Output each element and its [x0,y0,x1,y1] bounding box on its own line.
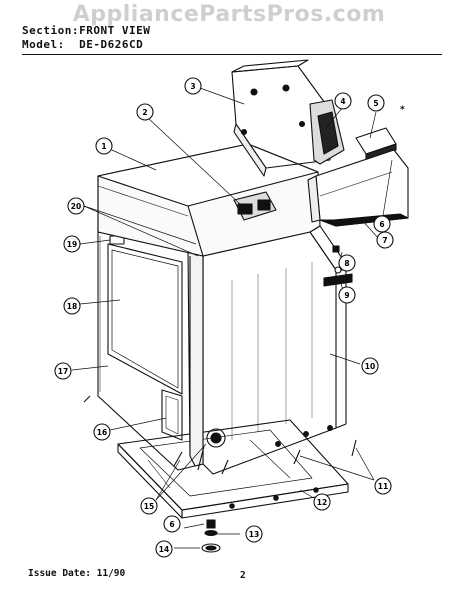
svg-text:10: 10 [365,362,375,371]
base-screws [83,395,357,475]
svg-text:15: 15 [144,502,154,511]
svg-text:20: 20 [71,202,81,211]
svg-text:5: 5 [373,99,378,108]
callout-17: 17 [54,362,72,380]
callout-14: 14 [155,540,173,558]
control-console-bracket [231,59,331,177]
callout-19: 19 [63,235,81,253]
callout-15: 15 [140,497,158,515]
callout-20: 20 [67,197,85,215]
svg-text:6: 6 [379,220,384,229]
callout-8: 8 [338,254,356,272]
model-label: Model: [22,38,65,51]
callout-markers: 1 2 3 4 5 6 7 8 9 10 11 12 13 14 15 16 1… [54,77,394,558]
section-value: FRONT VIEW [79,24,151,37]
cabinet-top [97,143,321,257]
base-frame [117,419,349,519]
svg-text:19: 19 [67,240,77,249]
svg-text:14: 14 [159,545,169,554]
callout-16: 16 [93,423,111,441]
svg-text:18: 18 [67,302,77,311]
svg-text:1: 1 [101,142,106,151]
callout-7: 7 [376,231,394,249]
svg-text:8: 8 [344,259,349,268]
console-end-cap [309,99,345,165]
svg-text:6: 6 [169,520,174,529]
door-latch [233,191,277,221]
callout-18: 18 [63,297,81,315]
callout-4: 4 [334,92,352,110]
callout-6-bottom: 6 [163,515,181,533]
callout-2: 2 [136,103,154,121]
mounting-clip [323,245,353,287]
leveling-leg [201,519,221,553]
callout-13: 13 [245,525,263,543]
svg-text:17: 17 [58,367,68,376]
model-value: DE-D626CD [79,38,144,51]
callout-3: 3 [184,77,202,95]
watermark: AppliancePartsPros.com [72,2,386,27]
terminal-block [197,428,226,471]
timer-cover [355,127,397,161]
callout-5: 5 [367,94,385,112]
header-rule [22,54,442,55]
svg-text:3: 3 [190,82,195,91]
svg-text:2: 2 [142,108,147,117]
callout-1: 1 [95,137,113,155]
section-line: Section: FRONT VIEW [22,24,150,37]
section-label: Section: [22,24,79,37]
model-line: Model: DE-D626CD [22,38,143,51]
callout-12: 12 [313,493,331,511]
leader-lines [71,87,393,549]
svg-text:4: 4 [340,97,345,106]
svg-text:13: 13 [249,530,259,539]
svg-text:12: 12 [317,498,327,507]
svg-text:9: 9 [344,291,349,300]
page-number: 2 [240,570,246,581]
svg-text:11: 11 [378,482,388,491]
issue-date: Issue Date: 11/90 [28,568,126,579]
asterisk-note: * [400,105,405,115]
callout-11: 11 [374,477,392,495]
callout-10: 10 [361,357,379,375]
callout-6-top: 6 [373,215,391,233]
svg-text:7: 7 [382,236,387,245]
callout-9: 9 [338,286,356,304]
svg-text:16: 16 [97,428,107,437]
